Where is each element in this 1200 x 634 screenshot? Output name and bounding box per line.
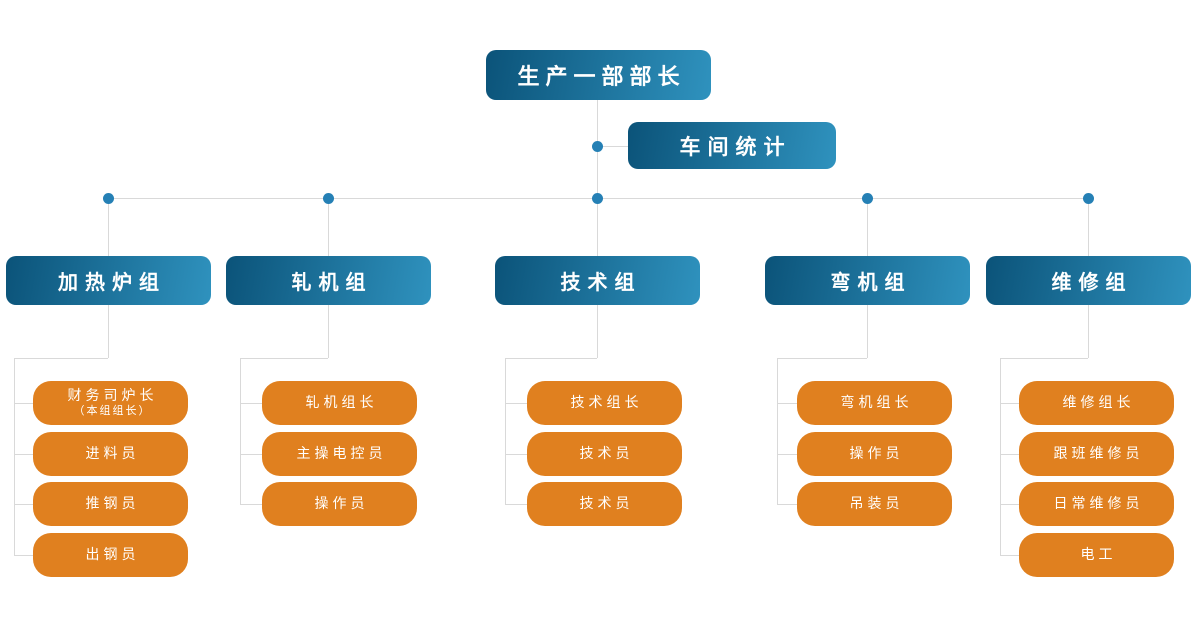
- member-label: 进料员: [85, 445, 140, 462]
- group-label: 弯机组: [830, 272, 912, 294]
- connector-line: [505, 358, 506, 504]
- connector-line: [867, 198, 868, 256]
- connector-line: [1000, 403, 1019, 404]
- member-label: 出钢员: [85, 546, 140, 563]
- connector-line: [867, 305, 868, 358]
- connector-line: [14, 358, 15, 555]
- junction-dot: [592, 141, 603, 152]
- member-node: 技术组长: [527, 381, 682, 425]
- connector-line: [328, 305, 329, 358]
- aide-node: 车间统计: [628, 122, 836, 169]
- member-node: 操作员: [797, 432, 952, 476]
- member-label: 技术员: [579, 445, 634, 462]
- member-node: 推钢员: [33, 482, 188, 526]
- member-label: 轧机组长: [305, 394, 378, 411]
- connector-line: [14, 358, 108, 359]
- member-label: 跟班维修员: [1053, 445, 1144, 462]
- connector-line: [14, 555, 33, 556]
- connector-line: [1088, 305, 1089, 358]
- member-label: 吊装员: [849, 495, 904, 512]
- connector-line: [505, 358, 597, 359]
- connector-line: [1000, 358, 1001, 555]
- root-node: 生产一部部长: [486, 50, 711, 100]
- connector-line: [240, 454, 262, 455]
- connector-line: [14, 403, 33, 404]
- connector-line: [1000, 454, 1019, 455]
- group-label: 轧机组: [291, 272, 373, 294]
- connector-line: [108, 305, 109, 358]
- member-node: 弯机组长: [797, 381, 952, 425]
- group-node-technical: 技术组: [495, 256, 700, 305]
- group-node-maintenance: 维修组: [986, 256, 1191, 305]
- connector-line: [1088, 198, 1089, 256]
- connector-line: [777, 403, 797, 404]
- member-node: 吊装员: [797, 482, 952, 526]
- member-node: 进料员: [33, 432, 188, 476]
- group-label: 加热炉组: [58, 272, 166, 294]
- connector-line: [240, 358, 328, 359]
- group-node-rolling-mill: 轧机组: [226, 256, 431, 305]
- member-label: 维修组长: [1062, 394, 1135, 411]
- member-label: 弯机组长: [840, 394, 913, 411]
- junction-dot: [1083, 193, 1094, 204]
- member-label: 电工: [1080, 546, 1117, 563]
- connector-line: [14, 504, 33, 505]
- member-label: 操作员: [314, 495, 369, 512]
- member-node: 电工: [1019, 533, 1174, 577]
- member-label: 操作员: [849, 445, 904, 462]
- root-label: 生产一部部长: [517, 64, 686, 89]
- connector-line: [328, 198, 329, 256]
- group-node-heating-furnace: 加热炉组: [6, 256, 211, 305]
- member-sublabel: （本组组长）: [73, 404, 152, 417]
- connector-line: [1000, 555, 1019, 556]
- connector-line: [240, 504, 262, 505]
- member-node: 技术员: [527, 432, 682, 476]
- connector-line: [505, 403, 527, 404]
- connector-line: [1000, 504, 1019, 505]
- connector-line: [108, 198, 109, 256]
- member-node: 出钢员: [33, 533, 188, 577]
- member-node: 维修组长: [1019, 381, 1174, 425]
- connector-line: [1000, 358, 1088, 359]
- member-label: 日常维修员: [1053, 495, 1144, 512]
- member-node: 跟班维修员: [1019, 432, 1174, 476]
- junction-dot: [592, 193, 603, 204]
- connector-line: [777, 358, 867, 359]
- connector-line: [14, 454, 33, 455]
- connector-line: [777, 358, 778, 504]
- member-label: 财务司炉长: [67, 387, 158, 404]
- junction-dot: [323, 193, 334, 204]
- member-label: 主操电控员: [296, 445, 387, 462]
- group-label: 维修组: [1051, 272, 1133, 294]
- connector-line: [598, 146, 628, 147]
- member-label: 推钢员: [85, 495, 140, 512]
- connector-line: [505, 454, 527, 455]
- member-node: 财务司炉长 （本组组长）: [33, 381, 188, 425]
- aide-label: 车间统计: [679, 135, 792, 159]
- member-node: 技术员: [527, 482, 682, 526]
- group-label: 技术组: [560, 272, 642, 294]
- connector-line: [505, 504, 527, 505]
- connector-line: [240, 403, 262, 404]
- member-node: 轧机组长: [262, 381, 417, 425]
- member-label: 技术员: [579, 495, 634, 512]
- connector-line: [597, 305, 598, 358]
- junction-dot: [103, 193, 114, 204]
- member-node: 主操电控员: [262, 432, 417, 476]
- group-node-bending-machine: 弯机组: [765, 256, 970, 305]
- connector-line: [240, 358, 241, 504]
- member-node: 日常维修员: [1019, 482, 1174, 526]
- connector-line: [777, 454, 797, 455]
- connector-line: [777, 504, 797, 505]
- junction-dot: [862, 193, 873, 204]
- member-label: 技术组长: [570, 394, 643, 411]
- connector-line: [597, 100, 598, 256]
- member-node: 操作员: [262, 482, 417, 526]
